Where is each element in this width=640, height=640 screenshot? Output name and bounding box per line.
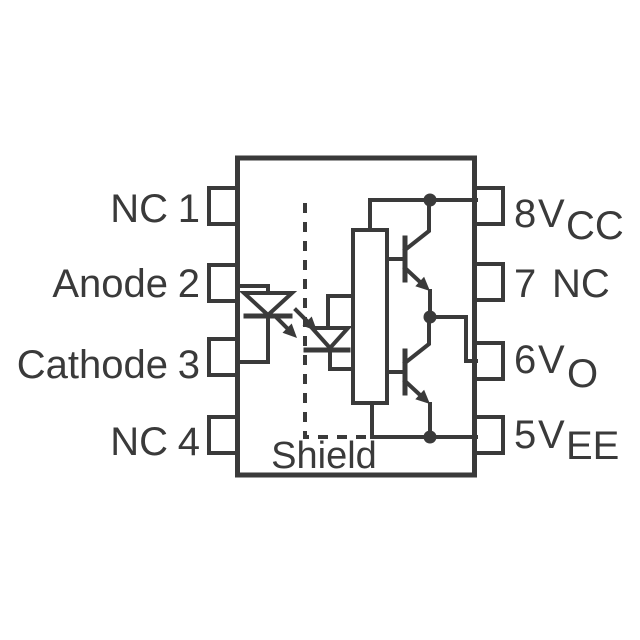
collector-lead: [402, 315, 431, 366]
junction-dot-output: [423, 310, 437, 324]
pin-3-box: [207, 337, 239, 377]
pin-7-number: 7: [514, 262, 536, 306]
pin-3-number: 3: [178, 343, 200, 387]
emitter-lead: [402, 378, 422, 397]
pin-8-label: V: [538, 192, 565, 236]
right-pin-labels: 8 V CC 7 NC 6 V O 5 V EE: [514, 192, 624, 468]
junction-dot-vcc: [423, 193, 437, 207]
shield-label: Shield: [271, 435, 377, 477]
photodiode-triangle: [307, 326, 353, 351]
collector-lead: [402, 198, 431, 253]
light-arrow-1-head: [282, 323, 297, 338]
emitter-arrow-head: [415, 276, 430, 291]
pin-5-box: [473, 415, 505, 455]
pin-8-number: 8: [514, 192, 536, 236]
pin-1-box: [207, 186, 239, 226]
pin-3-label: Cathode: [17, 343, 168, 387]
photodiode-cathode-wire: [328, 348, 355, 371]
led-triangle: [238, 291, 298, 318]
pin-6-box: [473, 341, 505, 381]
pin-4-label: NC: [110, 420, 168, 464]
pin-2-label: Anode: [52, 262, 168, 306]
pin-6-number: 6: [514, 338, 536, 382]
pin-4-number: 4: [178, 420, 200, 464]
junction-dot-vee: [423, 430, 437, 444]
pin-4-box: [207, 415, 239, 455]
pin-2-number: 2: [178, 262, 200, 306]
emitter-lead: [402, 265, 422, 284]
pin-7-label: NC: [552, 262, 610, 306]
pin-1-label: NC: [110, 187, 168, 231]
pin-5-label: V: [538, 413, 565, 457]
light-arrow-1-shaft: [273, 314, 290, 331]
cathode-wire: [235, 314, 270, 364]
pin-5-number: 5: [514, 413, 536, 457]
shield-dashed-line: [303, 203, 372, 439]
amplifier-block: [351, 228, 389, 405]
left-pin-labels: NC 1 Anode 2 Cathode 3 NC 4: [17, 187, 200, 464]
npn-transistor-bottom-icon: [385, 315, 432, 439]
vee-rail-wire: [370, 401, 478, 439]
emitter-arrow-head: [415, 389, 430, 404]
pin-8-box: [473, 186, 505, 226]
pin-7-box: [473, 262, 505, 302]
dip8-package-outline: [235, 155, 477, 478]
output-wire: [428, 315, 478, 363]
photodiode-anode-wire: [326, 294, 355, 329]
pin-8-subscript: CC: [566, 204, 624, 248]
pin-2-box: [207, 263, 239, 303]
vcc-rail-wire: [368, 198, 478, 232]
pin-6-subscript: O: [567, 352, 598, 396]
anode-wire: [235, 284, 270, 294]
pin-6-label: V: [538, 338, 565, 382]
pin-5-subscript: EE: [566, 424, 619, 468]
pin-1-number: 1: [178, 187, 200, 231]
photodiode-icon: [303, 294, 355, 371]
npn-transistor-top-icon: [385, 198, 432, 319]
led-diode-icon: [235, 284, 298, 364]
